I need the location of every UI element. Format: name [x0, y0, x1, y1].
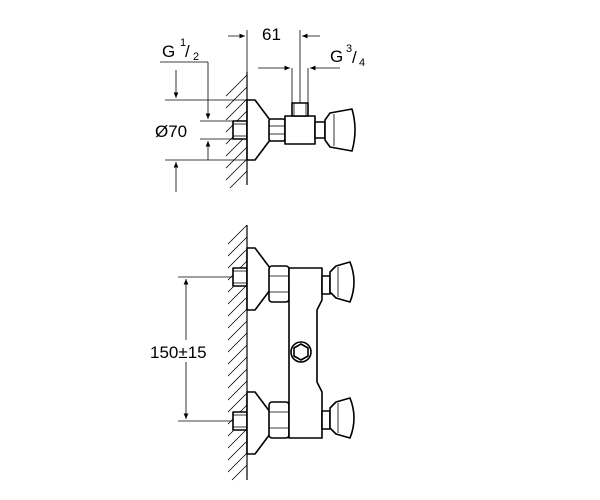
valve-body — [284, 115, 316, 145]
side-view: 61 G 3 / 4 G 1 / 2 Ø70 — [155, 25, 365, 192]
handle-upper — [321, 261, 355, 303]
spacing-label: 150±15 — [150, 343, 207, 362]
handle-top — [324, 108, 356, 152]
svg-text:G: G — [330, 47, 343, 66]
dim-width-label: 61 — [262, 25, 281, 44]
svg-text:2: 2 — [193, 51, 199, 63]
spindle — [314, 121, 326, 139]
thread-inlet-label: G 1 / 2 — [162, 37, 199, 63]
thread-outlet-label: G 3 / 4 — [330, 43, 365, 69]
union-nut — [268, 118, 286, 142]
handle-lower — [321, 397, 355, 439]
svg-text:4: 4 — [359, 57, 365, 69]
inlet-upper — [232, 247, 290, 311]
rosette — [246, 99, 271, 161]
diameter-label: Ø70 — [155, 122, 187, 141]
svg-text:/: / — [185, 42, 190, 61]
front-view: 150±15 — [150, 224, 355, 481]
svg-text:3: 3 — [346, 43, 352, 55]
svg-text:1: 1 — [180, 37, 186, 49]
hexagon-nut-icon — [290, 341, 312, 363]
svg-text:/: / — [352, 48, 357, 67]
inlet-lower — [232, 391, 290, 455]
svg-text:G: G — [162, 42, 175, 61]
wall-bottom — [227, 224, 248, 481]
